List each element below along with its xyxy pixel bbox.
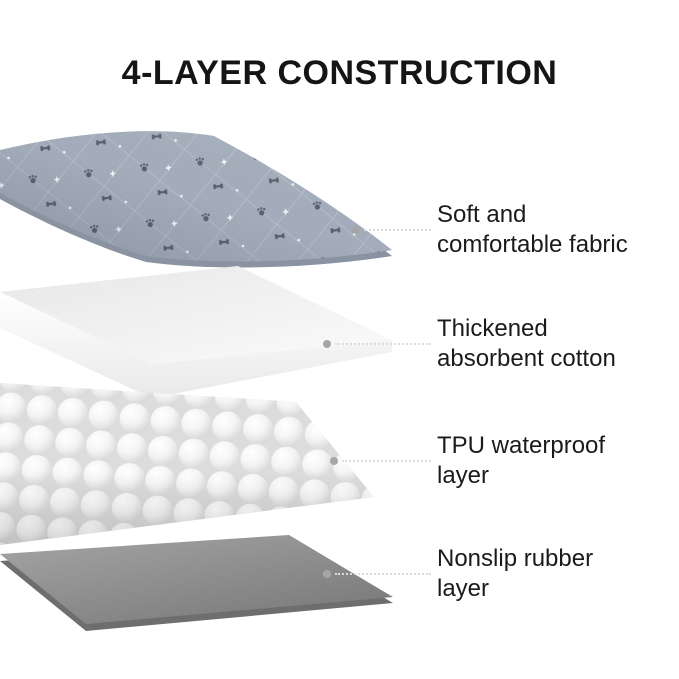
annotation-line: Nonslip rubber bbox=[437, 545, 594, 572]
rubber-layer bbox=[0, 535, 393, 631]
annotation-label: Nonslip rubber layer bbox=[437, 544, 593, 604]
annotation-line: Thickened bbox=[437, 315, 548, 342]
cotton-layer bbox=[0, 266, 392, 398]
leader-line bbox=[335, 343, 431, 345]
annotation-rubber: Nonslip rubber layer bbox=[323, 544, 593, 604]
annotation-line: absorbent cotton bbox=[437, 345, 616, 372]
leader-line bbox=[335, 573, 431, 575]
annotation-line: TPU waterproof bbox=[437, 432, 606, 459]
leader-dot bbox=[352, 226, 360, 234]
leader-dot bbox=[323, 570, 331, 578]
annotation-line: layer bbox=[437, 462, 490, 489]
leader-line bbox=[364, 229, 431, 231]
annotation-cotton: Thickened absorbent cotton bbox=[323, 314, 616, 374]
annotation-label: Thickened absorbent cotton bbox=[437, 314, 616, 374]
annotation-label: Soft and comfortable fabric bbox=[437, 200, 628, 260]
annotation-line: layer bbox=[437, 575, 490, 602]
leader-line bbox=[342, 460, 431, 462]
annotation-label: TPU waterproof layer bbox=[437, 431, 605, 491]
leader-dot bbox=[330, 457, 338, 465]
annotation-tpu: TPU waterproof layer bbox=[330, 431, 605, 491]
page-title: 4-LAYER CONSTRUCTION bbox=[121, 54, 558, 92]
annotation-line: Soft and bbox=[437, 201, 527, 228]
fabric-layer bbox=[0, 131, 392, 268]
leader-dot bbox=[323, 340, 331, 348]
annotation-fabric: Soft and comfortable fabric bbox=[352, 200, 628, 260]
annotation-line: comfortable fabric bbox=[437, 231, 628, 258]
